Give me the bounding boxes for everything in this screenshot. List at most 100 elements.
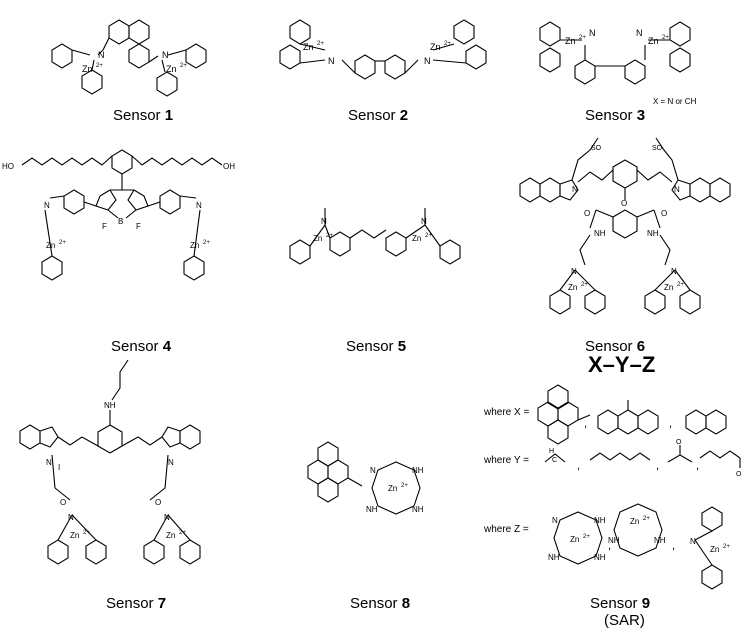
sensor-5-charge-left: 2+ (326, 233, 333, 239)
sensor-2-label: Sensor (348, 107, 396, 124)
sensor-8-caption: Sensor 8 (350, 595, 410, 612)
sensor-7-n-amide-right: N (164, 513, 170, 522)
sensor-1-n-left: N (98, 50, 105, 60)
sensor-9-z-fragments (553, 503, 723, 590)
sensor-9-z3-charge: 2+ (723, 544, 730, 550)
sensor-1-number: 1 (164, 107, 174, 124)
sensor-4-label: Sensor (111, 338, 159, 355)
sensor-7-charge-right: 2+ (179, 530, 186, 536)
sensor-2-number: 2 (399, 107, 409, 124)
sensor-7-caption: Sensor 7 (106, 595, 166, 612)
sensor-9-z2-charge: 2+ (643, 516, 650, 522)
sensor-9-y-fragments (544, 445, 741, 468)
z-separator-2: , (672, 540, 676, 552)
sensor-2-charge-right: 2+ (444, 41, 451, 47)
sensor-5-label: Sensor (346, 338, 394, 355)
sensor-4-charge-left: 2+ (59, 240, 66, 246)
sensor-1-zn-left: Zn (82, 64, 93, 74)
sensor-7-structure (19, 359, 201, 565)
sensor-3-zn-left: Zn (565, 36, 576, 46)
sensor-4-n-right: N (196, 201, 202, 210)
sensor-8-nh-3: NH (412, 505, 424, 514)
sensor-6-nh-left: NH (594, 229, 606, 238)
sensor-7-label: Sensor (106, 595, 154, 612)
sensor-7-o-left: O (60, 498, 66, 507)
sensor-9-y-o-2: O (736, 471, 742, 478)
sensor-3-charge-right: 2+ (662, 35, 669, 41)
sensor-7-iodide: I (58, 463, 60, 472)
sensor-9-z1-n: N (552, 516, 558, 525)
sensor-3-n-left: N (589, 28, 596, 38)
sensor-8-number: 8 (401, 595, 411, 612)
sensor-9-z2-zn: Zn (630, 517, 639, 526)
where-z-label: where Z = (484, 524, 529, 535)
sensor-1-caption: Sensor 1 (113, 107, 173, 124)
sensor-6-nh-right: NH (647, 229, 659, 238)
sensor-6-so3-left: SO (591, 145, 602, 152)
sensor-7-charge-left: 2+ (83, 530, 90, 536)
sensor-8-n: N (370, 466, 376, 475)
sensor-2-charge-left: 2+ (317, 41, 324, 47)
sensor-9-caption: Sensor 9 (590, 595, 650, 612)
sensor-1-label: Sensor (113, 107, 161, 124)
sensor-1-n-right: N (162, 50, 169, 60)
sensor-7-number: 7 (157, 595, 167, 612)
sensor-3-n-right: N (636, 28, 643, 38)
sensor-9-z1-zn: Zn (570, 535, 579, 544)
sensor-5-caption: Sensor 5 (346, 338, 406, 355)
sensor-9-subcaption: (SAR) (604, 612, 645, 629)
sensor-8-nh-1: NH (412, 466, 424, 475)
sensor-9-z2-nh-2: NH (654, 536, 666, 545)
sensor-9-label: Sensor (590, 595, 638, 612)
sensor-2-n-right: N (424, 56, 431, 66)
sensor-9-z3-n: N (690, 537, 696, 546)
sensor-3-zn-right: Zn (648, 36, 659, 46)
sensor-1-structure (51, 19, 207, 97)
sensor-7-zn-left: Zn (70, 531, 79, 540)
sensor-4-zn-right: Zn (190, 241, 199, 250)
sensor-8-label: Sensor (350, 595, 398, 612)
x-separator-1: , (584, 418, 588, 430)
sensor-9-z2-nh-1: NH (608, 536, 620, 545)
sensor-4-n-left: N (44, 201, 50, 210)
sensor-6-n-amine-left: N (571, 267, 577, 276)
sensor-9-x-fragments (537, 384, 727, 445)
sensor-5-number: 5 (397, 338, 407, 355)
sensor-6-o-right: O (661, 209, 667, 218)
sensor-6-n-right: N (674, 185, 680, 194)
sensor-9-y-c: C (552, 457, 557, 464)
sensor-9-z3-zn: Zn (710, 545, 719, 554)
sensor-4-structure (21, 149, 223, 281)
x-separator-2: , (669, 418, 673, 430)
sensor-2-zn-right: Zn (430, 42, 441, 52)
sensor-2-structure (279, 19, 487, 80)
sensor-3-structure (539, 21, 691, 85)
sensor-6-o-ether: O (621, 199, 627, 208)
y-separator-2: , (656, 460, 660, 472)
sensor-9-z1-nh-1: NH (594, 516, 606, 525)
sensor-6-charge-right: 2+ (677, 282, 684, 288)
sensor-3-number: 3 (636, 107, 646, 124)
sensor-7-zn-right: Zn (166, 531, 175, 540)
sensor-6-label: Sensor (585, 338, 633, 355)
sensor-6-zn-right: Zn (664, 283, 673, 292)
sensor-3-caption: Sensor 3 (585, 107, 645, 124)
sensor-6-zn-left: Zn (568, 283, 577, 292)
sensor-6-number: 6 (636, 338, 646, 355)
sensor-6-n-amine-right: N (671, 267, 677, 276)
sensor-4-caption: Sensor 4 (111, 338, 171, 355)
sensor-9-y-h2: H (549, 448, 554, 455)
sensor-4-charge-right: 2+ (203, 240, 210, 246)
sensor-9-z1-charge: 2+ (583, 534, 590, 540)
sensor-9-general-formula: X–Y–Z (588, 352, 656, 377)
sensor-8-nh-2: NH (366, 505, 378, 514)
sensor-7-o-right: O (155, 498, 161, 507)
sensor-9-z1-nh-3: NH (594, 553, 606, 562)
sensor-4-oh: OH (223, 162, 235, 171)
sensor-4-f-left: F (102, 222, 107, 231)
where-x-label: where X = (484, 407, 530, 418)
sensor-1-charge-left: 2+ (96, 63, 103, 69)
sensor-2-caption: Sensor 2 (348, 107, 408, 124)
sensor-6-charge-left: 2+ (581, 282, 588, 288)
